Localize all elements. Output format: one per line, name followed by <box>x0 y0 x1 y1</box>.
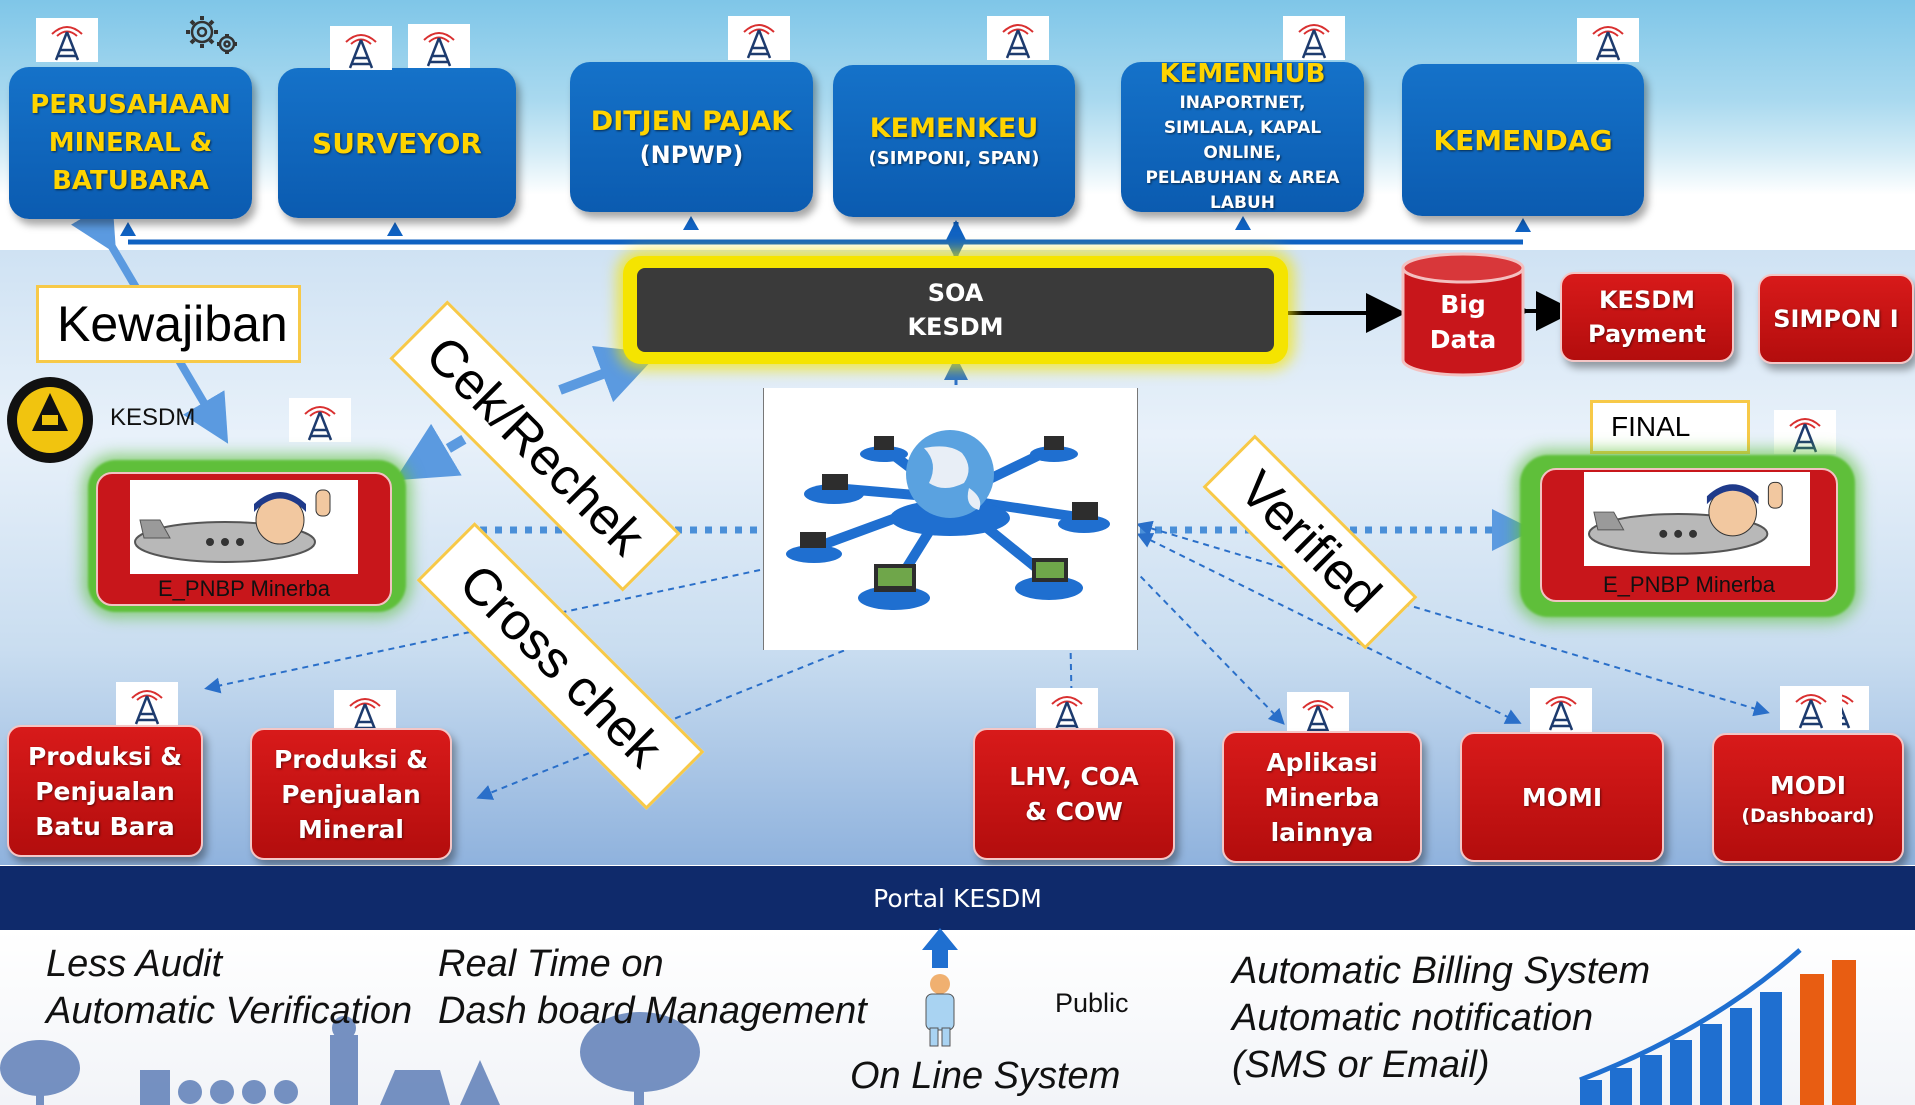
signal-tower-icon <box>116 682 178 730</box>
kemenkeu-title: KEMENKEU <box>869 113 1039 144</box>
auto-notification-text: Automatic notification <box>1232 997 1594 1039</box>
kemendag-title: KEMENDAG <box>1433 123 1613 157</box>
signal-tower-icon <box>1283 16 1345 64</box>
modi-subtitle: (Dashboard) <box>1741 804 1875 827</box>
kesdm-payment-box: KESDM Payment <box>1560 272 1734 362</box>
signal-tower-icon <box>1780 686 1842 734</box>
real-time-text: Real Time on <box>438 943 664 985</box>
signal-tower-icon <box>36 18 98 66</box>
auto-verification-text: Automatic Verification <box>46 990 413 1032</box>
person-icon <box>922 928 958 1047</box>
kesdm-logo-text: KESDM <box>110 404 196 431</box>
lhv-coa-cow-box: LHV, COA & COW <box>973 728 1175 860</box>
simponi-label: SIMPON I <box>1773 305 1899 333</box>
signal-tower-icon <box>728 16 790 64</box>
epnbp-left-box: E_PNBP Minerba <box>96 472 392 606</box>
aplikasi-minerba-title: Aplikasi Minerba lainnya <box>1264 747 1380 847</box>
mining-silhouette-icon <box>0 1012 700 1105</box>
kesdm-logo-icon <box>7 377 93 463</box>
final-label: FINAL <box>1590 400 1750 454</box>
online-system-text: On Line System <box>850 1055 1121 1097</box>
modi-box: MODI (Dashboard) <box>1712 733 1904 863</box>
pilot-airplane-icon <box>1584 472 1810 566</box>
produksi-mineral-title: Produksi & Penjualan Mineral <box>273 744 429 844</box>
ditjen-pajak-box: DITJEN PAJAK (NPWP) <box>570 62 813 212</box>
signal-tower-icon <box>1774 410 1836 458</box>
kemenhub-box: KEMENHUB INAPORTNET, SIMLALA, KAPAL ONLI… <box>1121 58 1364 213</box>
kemenkeu-box: KEMENKEU (SIMPONI, SPAN) <box>833 65 1075 217</box>
signal-tower-icon <box>1287 692 1349 740</box>
kemendag-box: KEMENDAG <box>1402 64 1644 216</box>
produksi-mineral-box: Produksi & Penjualan Mineral <box>250 728 452 860</box>
simponi-box: SIMPON I <box>1758 274 1914 364</box>
portal-label: Portal KESDM <box>873 883 1042 913</box>
soa-kesdm-box: SOA KESDM <box>637 268 1274 352</box>
perusahaan-box: PERUSAHAAN MINERAL & BATUBARA <box>9 67 252 219</box>
modi-title: MODI <box>1769 770 1847 800</box>
produksi-batubara-title: Produksi & Penjualan Batu Bara <box>27 741 183 841</box>
portal-kesdm-bar: Portal KESDM <box>0 866 1915 930</box>
sms-email-text: (SMS or Email) <box>1232 1044 1490 1086</box>
momi-box: MOMI <box>1460 732 1664 862</box>
aplikasi-minerba-box: Aplikasi Minerba lainnya <box>1222 731 1422 863</box>
signal-tower-icon <box>987 16 1049 64</box>
epnbp-right-box: E_PNBP Minerba <box>1540 468 1838 602</box>
signal-tower-icon <box>1577 18 1639 66</box>
surveyor-title: SURVEYOR <box>312 126 482 160</box>
signal-tower-icon <box>1036 688 1098 736</box>
epnbp-left-label: E_PNBP Minerba <box>157 576 330 601</box>
big-data-cylinder <box>1401 252 1525 377</box>
ditjen-pajak-title: DITJEN PAJAK <box>590 105 793 137</box>
kewajiban-label: Kewajiban <box>36 285 301 363</box>
lhv-coa-cow-title: LHV, COA & COW <box>1009 762 1139 826</box>
momi-title: MOMI <box>1521 782 1603 812</box>
bar-chart-icon <box>1579 948 1856 1105</box>
dashboard-mgmt-text: Dash board Management <box>438 990 867 1032</box>
kesdm-payment-label: KESDM Payment <box>1588 286 1706 348</box>
kemenhub-subtitle: INAPORTNET, SIMLALA, KAPAL ONLINE, PELAB… <box>1145 92 1340 213</box>
perusahaan-title: PERUSAHAAN MINERAL & BATUBARA <box>30 90 231 196</box>
network-image <box>763 388 1138 650</box>
public-label: Public <box>1055 988 1129 1018</box>
signal-tower-icon <box>408 24 470 72</box>
gear-icon <box>186 16 237 54</box>
big-data-label: Big Data <box>1429 290 1497 354</box>
surveyor-box: SURVEYOR <box>278 68 516 218</box>
signal-tower-icon <box>289 398 351 446</box>
auto-billing-text: Automatic Billing System <box>1232 950 1651 992</box>
signal-tower-icon <box>330 26 392 74</box>
soa-line2: KESDM <box>907 313 1004 341</box>
globe-network-icon <box>786 430 1110 610</box>
epnbp-right-label: E_PNBP Minerba <box>1602 572 1775 597</box>
signal-tower-icon <box>1530 688 1592 736</box>
soa-line1: SOA <box>927 279 984 307</box>
kemenkeu-subtitle: (SIMPONI, SPAN) <box>868 148 1040 169</box>
less-audit-text: Less Audit <box>46 943 223 985</box>
ditjen-pajak-subtitle: (NPWP) <box>639 140 744 169</box>
pilot-airplane-icon <box>130 480 358 574</box>
kemenhub-title: KEMENHUB <box>1159 58 1326 89</box>
produksi-batubara-box: Produksi & Penjualan Batu Bara <box>7 725 203 857</box>
